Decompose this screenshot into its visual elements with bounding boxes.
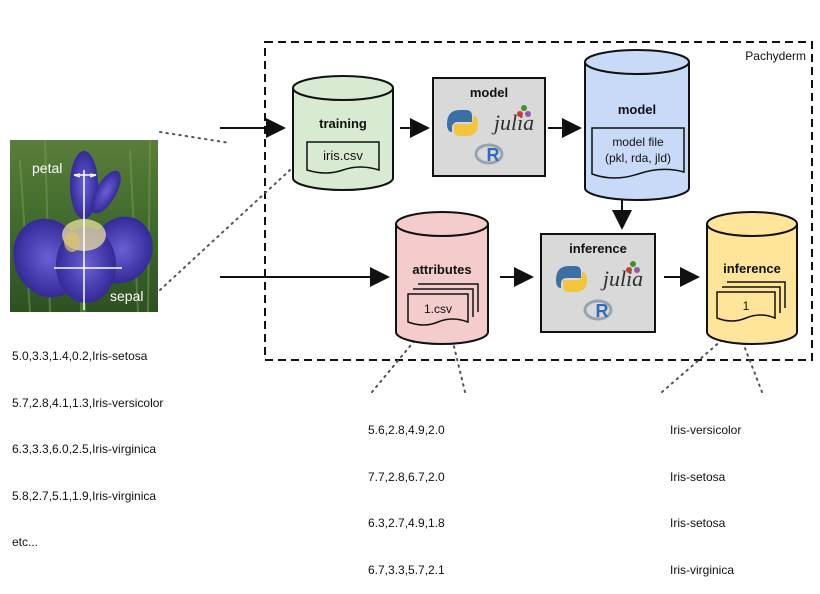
inference-file-name: 1 [743, 299, 750, 313]
iris-flower-photo: petal sepal [10, 140, 158, 312]
attribute-data-rows: 5.6,2.8,4.9,2.0 7.7,2.8,6.7,2.0 6.3,2.7,… [368, 392, 445, 594]
model-store-title: model [618, 102, 656, 117]
julia-dots-icon [626, 261, 640, 273]
model-file-line2: (pkl, rda, jld) [605, 151, 671, 165]
list-item: Iris-versicolor [670, 423, 742, 437]
model-datastore: model model file (pkl, rda, jld) [584, 49, 690, 201]
inference-result-rows: Iris-versicolor Iris-setosa Iris-setosa … [670, 392, 741, 594]
list-item: Iris-setosa [670, 469, 726, 484]
sepal-label: sepal [110, 288, 144, 304]
list-item: 6.3,3.3,6.0,2.5,Iris-virginica [12, 442, 157, 456]
list-item: 7.7,2.8,6.7,2.0 [368, 469, 445, 484]
attributes-file-name: 1.csv [424, 302, 452, 316]
attributes-datastore: attributes 1.csv [395, 211, 489, 345]
model-file-line1: model file [612, 135, 664, 149]
inference-datastore: inference 1 [706, 211, 798, 345]
list-item: 5.8,2.7,5.1,1.9,Iris-virginica [12, 488, 157, 503]
training-file-name: iris.csv [323, 148, 363, 163]
list-item: etc... [12, 535, 39, 549]
attributes-title: attributes [412, 262, 471, 277]
training-title: training [319, 116, 367, 131]
list-item: Iris-setosa [670, 516, 726, 530]
model-process: model julia R [432, 77, 546, 177]
training-data-rows: 5.0,3.3,1.4,0.2,Iris-setosa 5.7,2.8,4.1,… [12, 318, 163, 566]
model-file-icon [591, 127, 685, 179]
attributes-files-icon [407, 283, 479, 326]
inference-files-icon [716, 281, 786, 322]
inference-store-title: inference [723, 261, 781, 276]
petal-label: petal [32, 160, 63, 176]
inference-process: inference julia R [540, 233, 656, 333]
inference-process-title: inference [569, 241, 627, 256]
r-logo-icon: R [474, 143, 504, 165]
pachyderm-label: Pachyderm [745, 49, 806, 63]
list-item: Iris-virginica [670, 562, 735, 577]
r-logo-icon: R [583, 299, 613, 321]
pachyderm-frame [264, 41, 813, 361]
r-logo-text: R [487, 145, 500, 165]
iris-flower-image [10, 140, 158, 312]
list-item: 5.0,3.3,1.4,0.2,Iris-setosa [12, 349, 148, 363]
python-logo-icon [556, 266, 587, 292]
python-logo-icon [447, 110, 478, 136]
training-datastore: training iris.csv [292, 75, 394, 191]
list-item: 6.7,3.3,5.7,2.1 [368, 562, 445, 577]
list-item: 5.6,2.8,4.9,2.0 [368, 423, 445, 437]
r-logo-text: R [596, 301, 609, 321]
list-item: 6.3,2.7,4.9,1.8 [368, 516, 445, 530]
model-process-title: model [470, 85, 508, 100]
flow-arrows [220, 118, 700, 287]
list-item: 5.7,2.8,4.1,1.3,Iris-versicolor [12, 395, 164, 410]
training-file-icon [306, 141, 380, 174]
julia-dots-icon [517, 105, 531, 117]
pipeline-diagram: Pachyderm training iris.csv model juli [159, 41, 813, 393]
